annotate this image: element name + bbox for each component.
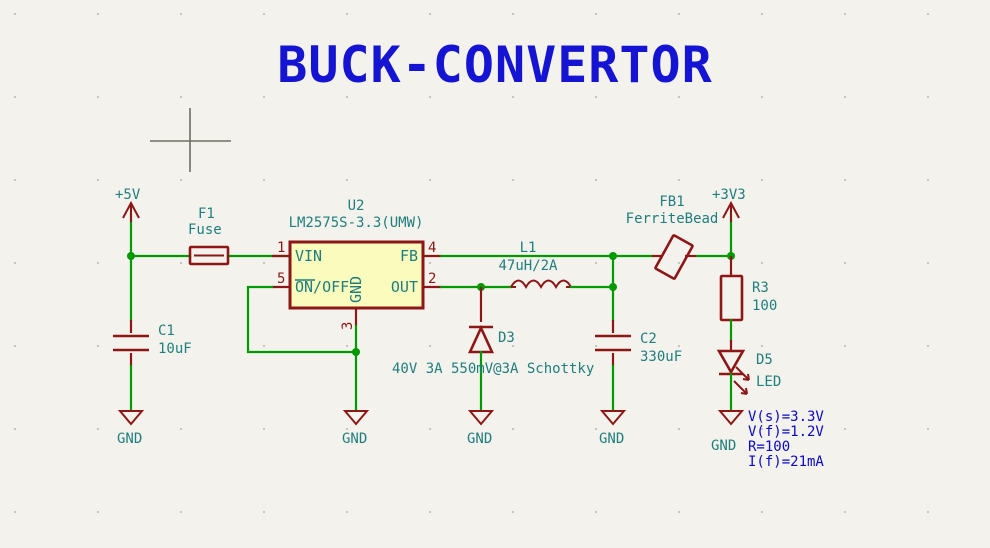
junction-u2-gnd [352, 348, 360, 356]
pin-u2-1-number: 1 [277, 240, 285, 256]
component-l1-inductor[interactable] [510, 279, 572, 289]
component-fb1-ferritebead[interactable] [654, 234, 694, 280]
component-d3-value: 40V 3A 550mV@3A Schottky [392, 361, 594, 377]
component-fb1-reference: FB1 [659, 194, 684, 210]
power-port-plus3v3[interactable] [722, 200, 740, 258]
crosshair-cursor-icon [150, 108, 231, 172]
power-port-plus5v-label: +5V [115, 187, 141, 203]
component-c1-reference: C1 [158, 323, 175, 339]
component-c2-reference: C2 [640, 331, 657, 347]
component-u2-reference: U2 [348, 198, 365, 214]
pin-u2-1-name: VIN [295, 247, 322, 265]
annotation-led-calc-line-3: R=100 [748, 439, 790, 455]
component-r3-reference: R3 [752, 280, 769, 296]
component-d5-reference: D5 [756, 352, 773, 368]
component-f1-fuse[interactable] [188, 245, 230, 266]
pin-u2-5-number: 5 [277, 271, 285, 287]
component-c1-capacitor[interactable] [113, 334, 149, 352]
page-title: BUCK-CONVERTOR [277, 36, 712, 94]
component-l1-value: 47uH/2A [498, 258, 558, 274]
ground-symbol-3[interactable] [467, 410, 495, 426]
component-c2-capacitor[interactable] [595, 334, 631, 352]
component-c1-value: 10uF [158, 341, 192, 357]
ground-symbol-2-label: GND [342, 431, 367, 447]
wire-onoff-to-gnd [246, 285, 358, 354]
component-f1-reference: F1 [198, 206, 215, 222]
ground-symbol-4[interactable] [599, 364, 627, 426]
annotation-led-calc-line-4: I(f)=21mA [748, 454, 824, 470]
ground-symbol-5[interactable] [717, 410, 745, 426]
ground-symbol-1-label: GND [117, 431, 142, 447]
component-u2-value: LM2575S-3.3(UMW) [289, 215, 424, 231]
component-r3-value: 100 [752, 298, 777, 314]
power-port-plus3v3-label: +3V3 [712, 187, 746, 203]
component-d5-led[interactable] [716, 349, 750, 395]
ground-symbol-4-label: GND [599, 431, 624, 447]
pin-u2-2-number: 2 [428, 271, 436, 287]
power-port-plus5v[interactable] [122, 200, 140, 258]
annotation-led-calc-line-1: V(s)=3.3V [748, 409, 824, 425]
ground-symbol-3-label: GND [467, 431, 492, 447]
ground-symbol-1[interactable] [117, 364, 145, 426]
ground-symbol-2[interactable] [342, 410, 370, 426]
pin-u2-4-name: FB [400, 247, 418, 265]
component-c2-value: 330uF [640, 349, 682, 365]
annotation-led-calc-line-2: V(f)=1.2V [748, 424, 824, 440]
component-fb1-value: FerriteBead [626, 211, 719, 227]
pin-u2-3-number: 3 [340, 322, 356, 330]
component-f1-value: Fuse [188, 222, 222, 238]
pin-u2-3-name: GND [347, 276, 365, 303]
component-r3-resistor[interactable] [719, 274, 744, 322]
component-d5-value: LED [756, 374, 781, 390]
component-d3-diode[interactable] [467, 324, 495, 354]
component-l1-reference: L1 [520, 240, 537, 256]
pin-u2-4-number: 4 [428, 240, 436, 256]
pin-u2-5-name: ON/OFF [295, 278, 349, 296]
pin-u2-2-name: OUT [391, 278, 418, 296]
ground-symbol-5-label: GND [711, 438, 736, 454]
component-d3-reference: D3 [498, 330, 515, 346]
